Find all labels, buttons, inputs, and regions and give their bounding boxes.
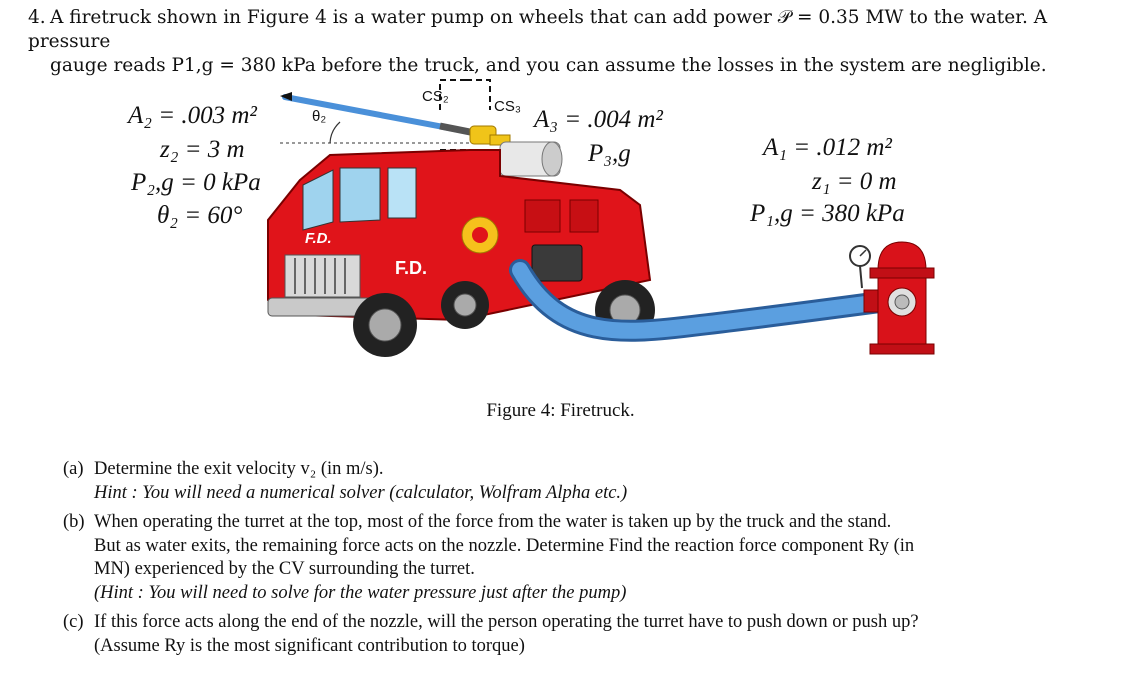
figure-caption: Figure 4: Firetruck. [486,400,635,421]
question-label: (a) [63,459,84,479]
question-line: MN) experienced by the CV surrounding th… [94,559,475,579]
question-line: (Assume Ry is the most significant contr… [94,635,525,656]
question-line: If this force acts along the end of the … [94,612,919,632]
angle-arc [329,121,341,144]
cs2-boundary [439,79,466,110]
grille [284,254,361,298]
question-hint: Hint : You will need a numerical solver … [94,482,628,503]
firetruck-figure: A₂ = .003 m² z₂ = 3 m P₂,g = 0 kPa θ₂ = … [0,70,1121,400]
label-fd-top: F.D. [305,230,332,247]
label-p1: P₁,g = 380 kPa [750,200,905,227]
jet-arrowhead [280,92,292,101]
label-a3: A₃ = .004 m² [534,106,663,133]
problem-line-2: gauge reads P1,g = 380 kPa before the tr… [50,55,1047,76]
water-jet [282,94,473,135]
question-label: (b) [63,512,85,532]
question-a: (a) Determine the exit velocity v₂ (in m… [63,458,1083,505]
firetruck-illustration [267,79,935,357]
questions-list: (a) Determine the exit velocity v₂ (in m… [63,458,1083,664]
supply-hose [512,262,888,339]
pump-panel [531,244,583,282]
cab-window-right [387,167,417,219]
label-a2: A₂ = .003 m² [128,102,257,129]
label-cs2: CS₂ [422,88,449,105]
label-theta-angle: θ₂ [312,108,327,125]
nozzle-barrel [439,122,476,137]
question-line: Determine the exit velocity v₂ (in m/s). [94,459,384,479]
label-cs3: CS₃ [494,98,521,115]
question-label: (c) [63,612,84,632]
label-z2: z₂ = 3 m [160,136,245,163]
cab-window-left [302,169,334,231]
question-c: (c) If this force acts along the end of … [63,611,1083,658]
problem-line-1: A firetruck shown in Figure 4 is a water… [28,7,1048,52]
cab-window-mid [339,167,381,223]
problem-statement: 4.A firetruck shown in Figure 4 is a wat… [28,6,1088,78]
question-hint: (Hint : You will need to solve for the w… [94,582,627,603]
fire-hydrant-icon [863,241,935,355]
question-b: (b) When operating the turret at the top… [63,511,1083,605]
label-p3: P₃,g [588,140,631,167]
problem-number: 4. [28,7,46,28]
label-p2: P₂,g = 0 kPa [131,169,261,196]
question-line: But as water exits, the remaining force … [94,535,915,556]
question-line: When operating the turret at the top, mo… [94,512,892,532]
label-fd-side: F.D. [395,258,428,278]
label-theta2: θ₂ = 60° [157,202,243,229]
label-z1: z₁ = 0 m [812,168,897,195]
label-a1: A₁ = .012 m² [763,134,892,161]
cs3-boundary [466,79,491,110]
